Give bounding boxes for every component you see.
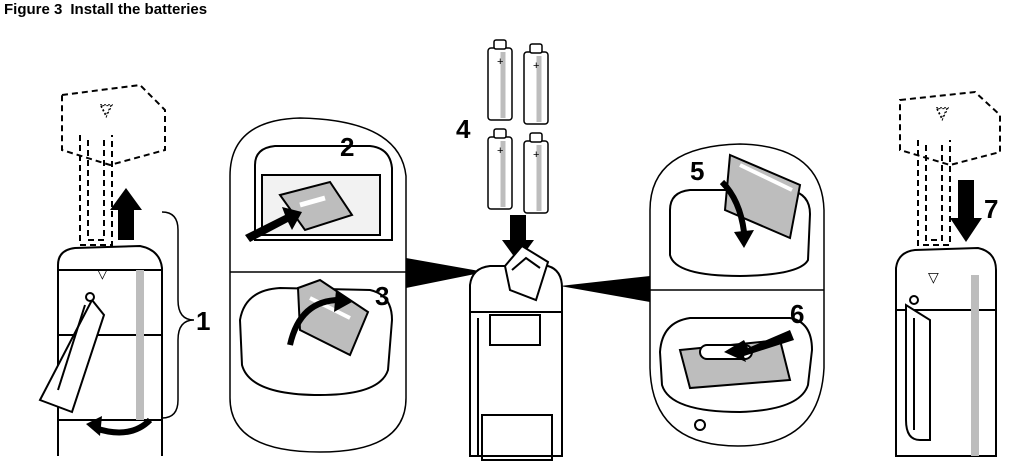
step-7-label: 7 — [984, 194, 998, 224]
arrow-icon-step2 — [245, 207, 302, 242]
battery-2 — [523, 43, 549, 125]
dashed-cap-installing — [899, 90, 1001, 246]
curved-arrow-icon — [94, 417, 153, 436]
battery-4-polarity: + — [533, 149, 539, 161]
battery-2-polarity: + — [533, 60, 539, 72]
batteries — [487, 39, 549, 214]
curved-arrow-icon-step5 — [719, 179, 747, 233]
dashed-triangle-icon: ▽ — [100, 102, 113, 119]
device-right: ▽ ▽ — [895, 90, 1001, 457]
device-left: ▽ ▽ — [38, 83, 166, 456]
dashed-cap-removed — [61, 83, 166, 246]
step-1-label: 1 — [196, 306, 210, 336]
figure-caption: Install the batteries — [70, 1, 208, 18]
battery-3-polarity: + — [497, 145, 503, 157]
battery-3 — [487, 128, 513, 210]
triangle-icon-right: ▽ — [928, 269, 939, 285]
pointer-left — [406, 258, 485, 288]
panel-steps-5-6 — [649, 143, 825, 447]
up-arrow-icon — [110, 188, 142, 240]
curved-arrow-icon-step3 — [287, 297, 341, 346]
battery-1-polarity: + — [497, 56, 503, 68]
battery-4 — [523, 132, 549, 214]
panel-steps-2-3 — [229, 117, 407, 453]
figure-label: Figure 3 — [4, 1, 63, 18]
down-arrow-icon-step7 — [950, 180, 982, 242]
battery-1 — [487, 39, 513, 121]
pointer-right — [560, 276, 650, 302]
step-2-label: 2 — [340, 132, 354, 162]
dashed-triangle-icon-right: ▽ — [936, 105, 949, 122]
triangle-icon: ▽ — [97, 265, 108, 281]
step-5-label: 5 — [690, 156, 704, 186]
step-3-label: 3 — [375, 281, 389, 311]
figure-title: Figure 3 Install the batteries — [4, 1, 207, 18]
brace-1 — [161, 211, 195, 419]
device-center — [469, 244, 563, 461]
step-4-label: 4 — [456, 114, 471, 144]
arrow-icon-step6 — [724, 330, 794, 362]
step-6-label: 6 — [790, 299, 804, 329]
